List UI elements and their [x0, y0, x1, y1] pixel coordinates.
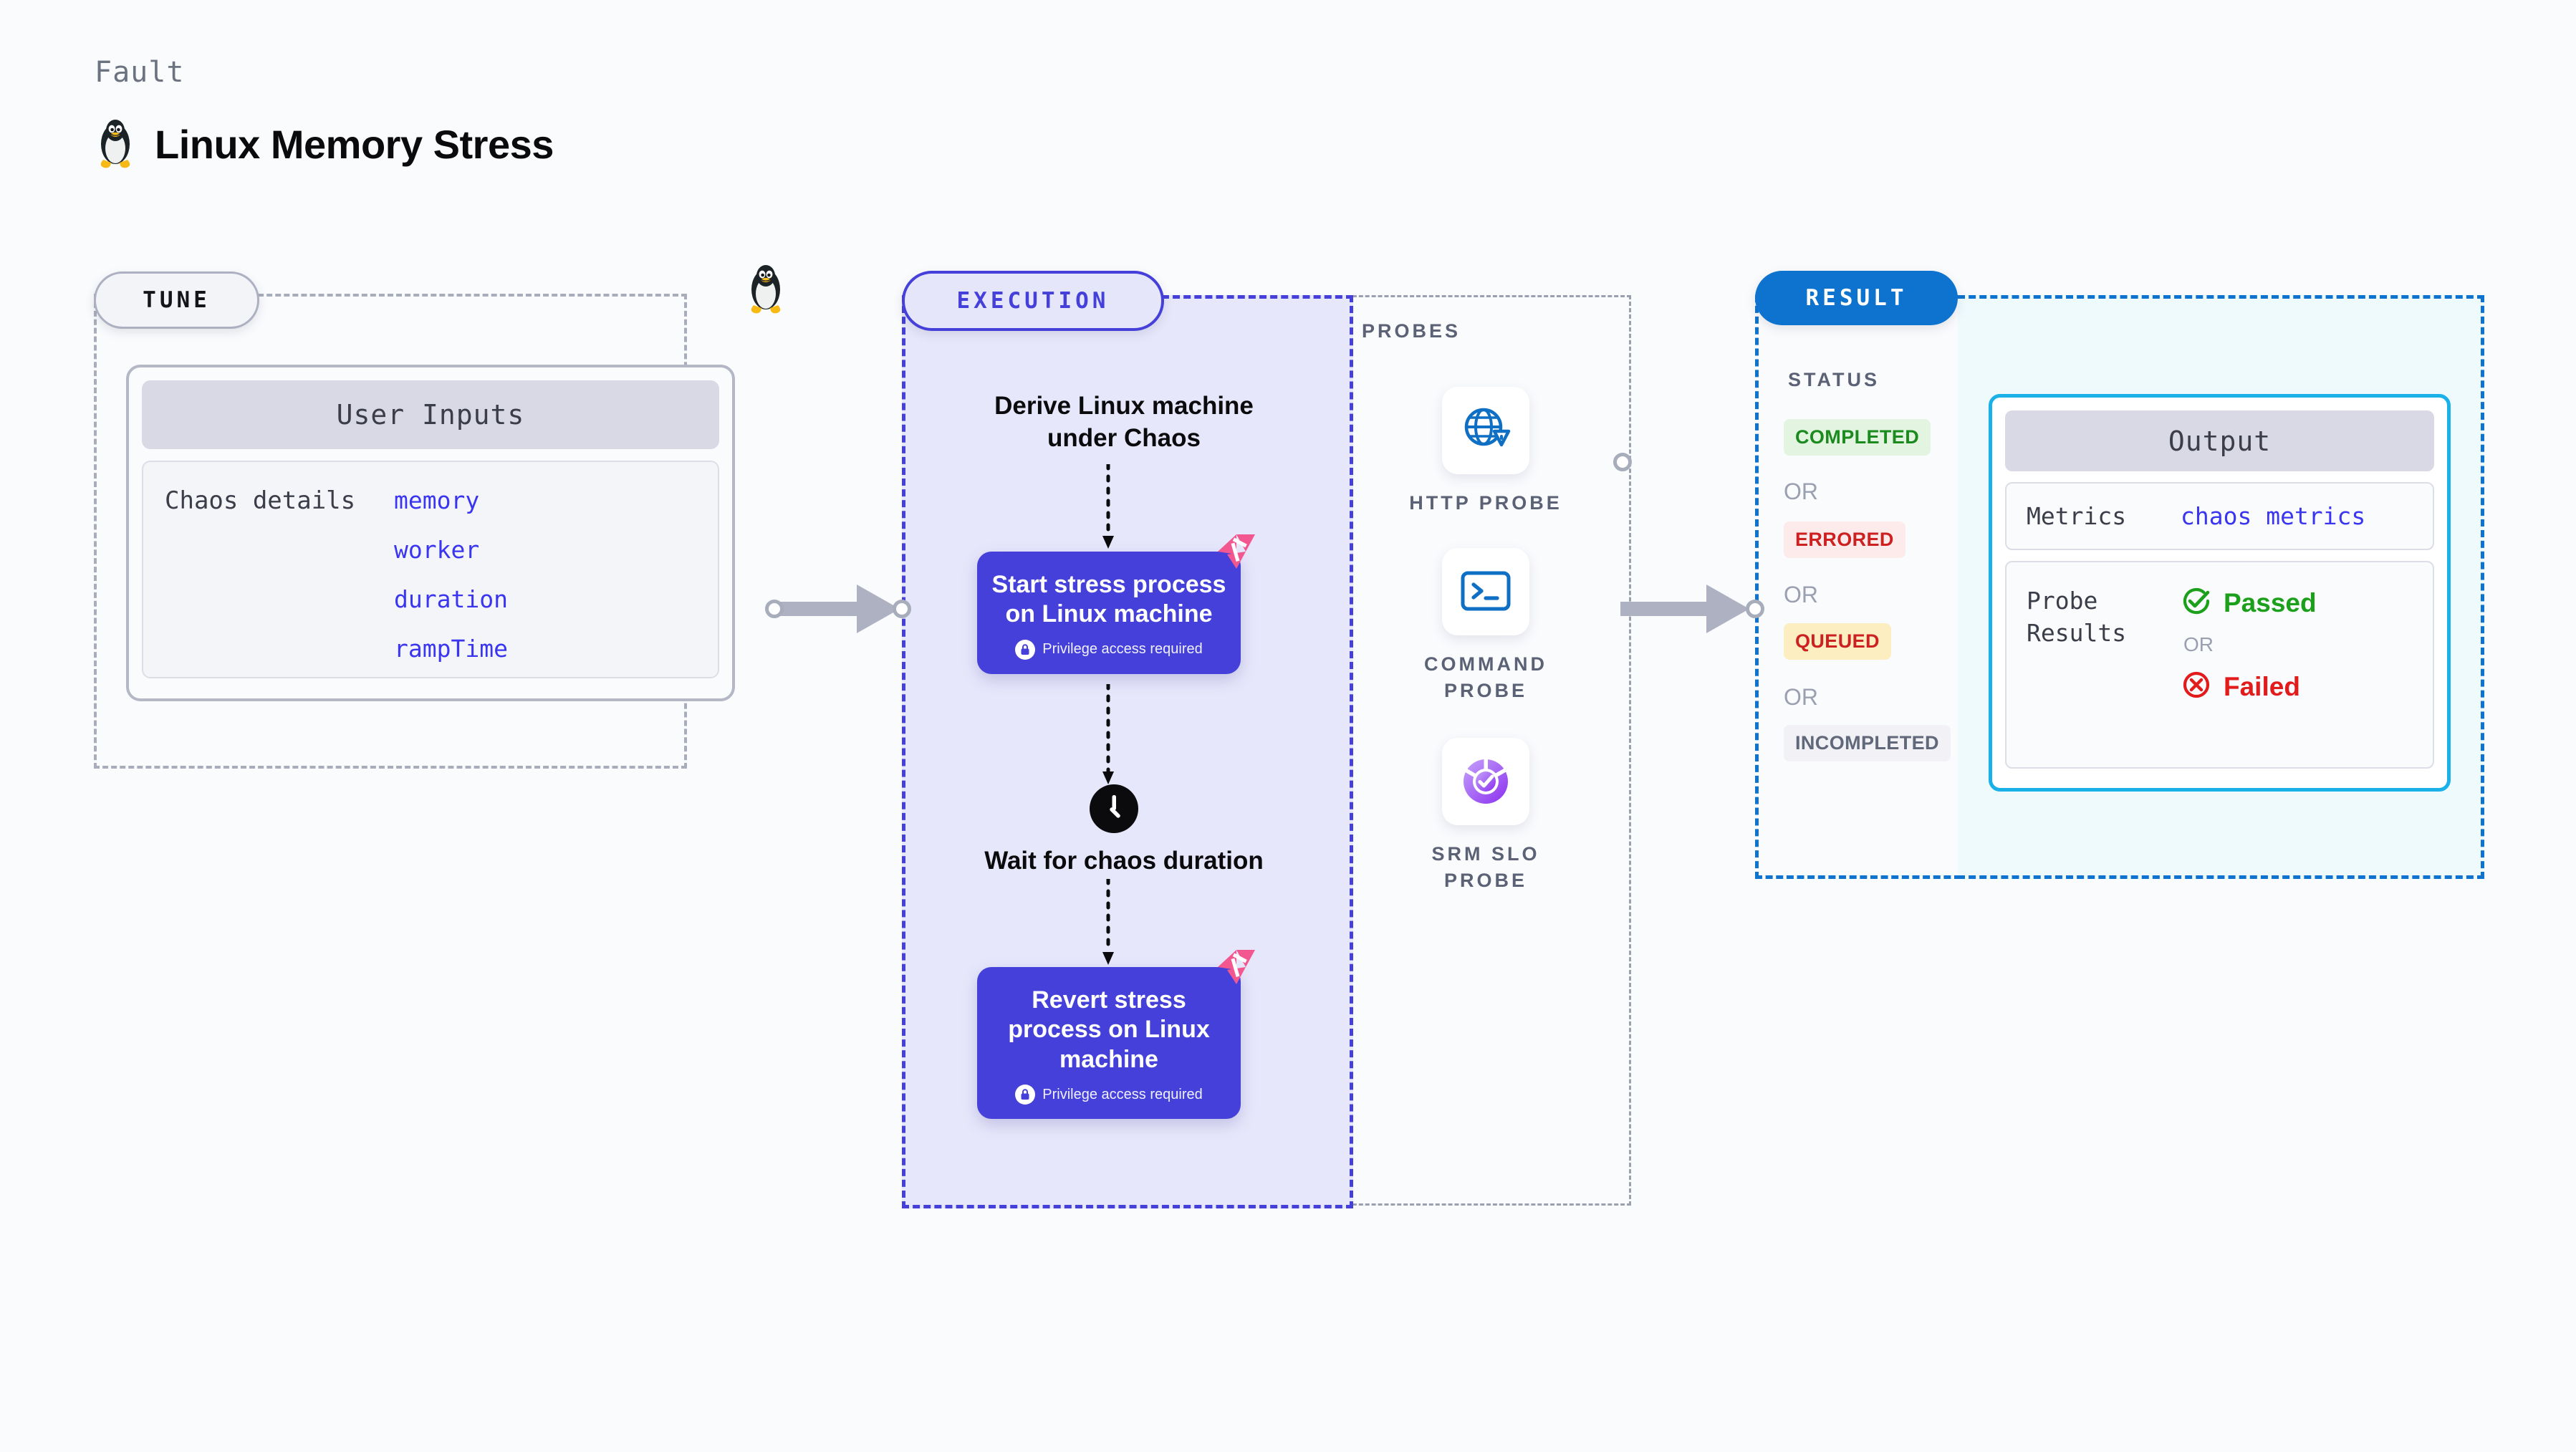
chaos-input-worker: worker	[394, 536, 480, 564]
status-or-1: OR	[1784, 479, 1818, 504]
user-inputs-card: User Inputs Chaos details memory worker …	[126, 365, 735, 701]
probe-label-http: HTTP PROBE	[1409, 492, 1562, 514]
chaos-input-ramptime: rampTime	[394, 635, 508, 663]
fault-title-row: Linux Memory Stress	[95, 118, 554, 170]
metrics-value: chaos metrics	[2181, 502, 2366, 530]
probe-results-or: OR	[2183, 633, 2214, 655]
user-inputs-body: Chaos details memory worker duration ram…	[142, 461, 719, 678]
status-badge-incompleted: INCOMPLETED	[1784, 725, 1951, 761]
execution-pill[interactable]: EXECUTION	[902, 271, 1164, 331]
linux-tux-icon	[745, 264, 787, 315]
lock-icon	[1015, 639, 1036, 660]
probe-result-passed: Passed	[2181, 585, 2317, 620]
node-start-subtitle: Privilege access required	[989, 639, 1229, 660]
globe-warning-icon	[1442, 387, 1529, 474]
probe-label-command: COMMAND PROBE	[1424, 653, 1547, 702]
chaos-details-label: Chaos details	[165, 486, 356, 515]
flow-arrow-start-to-wait	[1101, 682, 1115, 788]
status-badge-errored: ERRORED	[1784, 521, 1905, 558]
x-circle-icon	[2181, 669, 2212, 704]
tune-pill[interactable]: TUNE	[94, 271, 259, 329]
metrics-row: Metrics chaos metrics	[2005, 482, 2434, 550]
execution-boundary-node	[1613, 453, 1632, 471]
node-start-title: Start stress process on Linux machine	[991, 571, 1226, 628]
output-header: Output	[2005, 410, 2434, 471]
flow-arrow-wait-to-revert	[1101, 877, 1115, 968]
probe-item-srm-slo[interactable]: SRM SLO PROBE	[1393, 738, 1579, 895]
fault-kicker-label: Fault	[95, 56, 185, 89]
connector-end-dot-result	[1746, 600, 1764, 618]
status-or-2: OR	[1784, 582, 1818, 607]
output-card: Output Metrics chaos metrics Probe Resul…	[1989, 394, 2451, 792]
probe-label-srm-slo: SRM SLO PROBE	[1431, 843, 1540, 892]
probe-result-failed: Failed	[2181, 669, 2317, 704]
chaos-input-duration: duration	[394, 585, 508, 613]
probes-title: PROBES	[1362, 320, 1461, 342]
chaos-input-memory: memory	[394, 486, 480, 514]
status-or-3: OR	[1784, 684, 1818, 710]
connector-start-dot-tune	[765, 600, 784, 618]
probe-results-label: Probe Results	[2027, 587, 2127, 647]
node-revert-sub-text: Privilege access required	[1042, 1086, 1203, 1102]
probe-item-command[interactable]: COMMAND PROBE	[1393, 548, 1579, 705]
node-revert-stress[interactable]: Revert stress process on Linux machine P…	[977, 950, 1255, 1120]
node-start-sub-text: Privilege access required	[1042, 641, 1203, 658]
linux-tux-icon	[95, 118, 136, 170]
check-circle-icon	[2181, 585, 2212, 620]
harness-logo-icon	[1216, 533, 1256, 575]
probe-results-row: Probe Results Passed OR	[2005, 561, 2434, 769]
result-pill[interactable]: RESULT	[1755, 271, 1958, 325]
probe-passed-label: Passed	[2224, 587, 2317, 617]
probe-results-values: Passed OR Failed	[2181, 585, 2317, 767]
node-revert-title: Revert stress process on Linux machine	[1008, 986, 1210, 1073]
page-title: Linux Memory Stress	[155, 121, 554, 167]
probe-item-http[interactable]: HTTP PROBE	[1393, 387, 1579, 516]
connector-tune-to-execution	[771, 579, 914, 643]
flow-arrow-derive-to-start	[1101, 462, 1115, 552]
srm-slo-donut-icon	[1442, 738, 1529, 825]
connector-end-dot-execution	[893, 600, 911, 618]
status-title: STATUS	[1788, 369, 1880, 390]
chaos-details-values: memory worker duration rampTime	[394, 486, 508, 677]
probe-failed-label: Failed	[2224, 671, 2300, 701]
derive-machine-label: Derive Linux machine under Chaos	[994, 392, 1254, 452]
node-revert-subtitle: Privilege access required	[989, 1085, 1229, 1105]
user-inputs-header: User Inputs	[142, 380, 719, 449]
metrics-label: Metrics	[2027, 502, 2127, 530]
status-badge-queued: QUEUED	[1784, 623, 1891, 660]
status-badge-completed: COMPLETED	[1784, 419, 1931, 456]
harness-logo-icon	[1216, 948, 1256, 991]
result-status-box	[1755, 295, 1963, 879]
terminal-icon	[1442, 548, 1529, 635]
node-start-stress[interactable]: Start stress process on Linux machine Pr…	[977, 534, 1255, 674]
clock-icon	[1090, 784, 1138, 837]
connector-probes-to-result	[1620, 579, 1764, 643]
lock-icon	[1015, 1085, 1036, 1105]
wait-duration-label: Wait for chaos duration	[984, 847, 1264, 875]
